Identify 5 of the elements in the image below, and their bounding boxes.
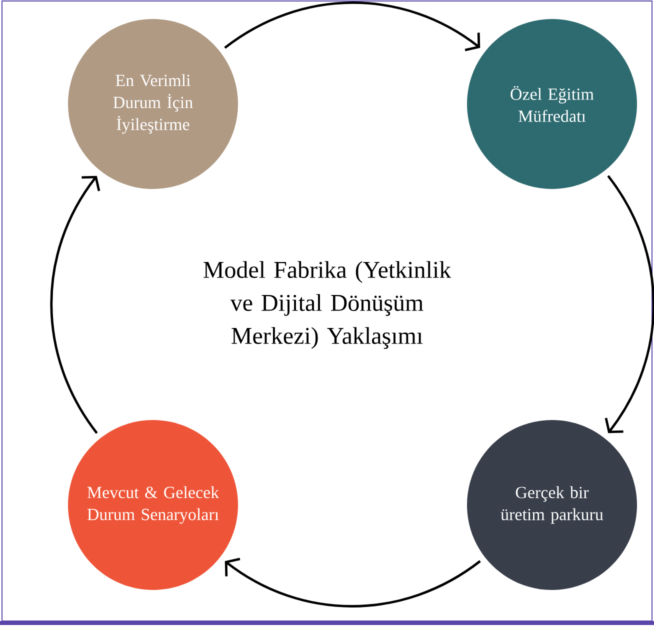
curved-arrow [50, 176, 100, 434]
curved-arrow [224, 558, 481, 608]
curved-arrow [604, 175, 654, 434]
center-heading: Model Fabrika (Yetkinlik ve Dijital Dönüşüm Merkezi) Yaklaşımı [204, 261, 452, 349]
curved-arrow [224, 2, 480, 52]
